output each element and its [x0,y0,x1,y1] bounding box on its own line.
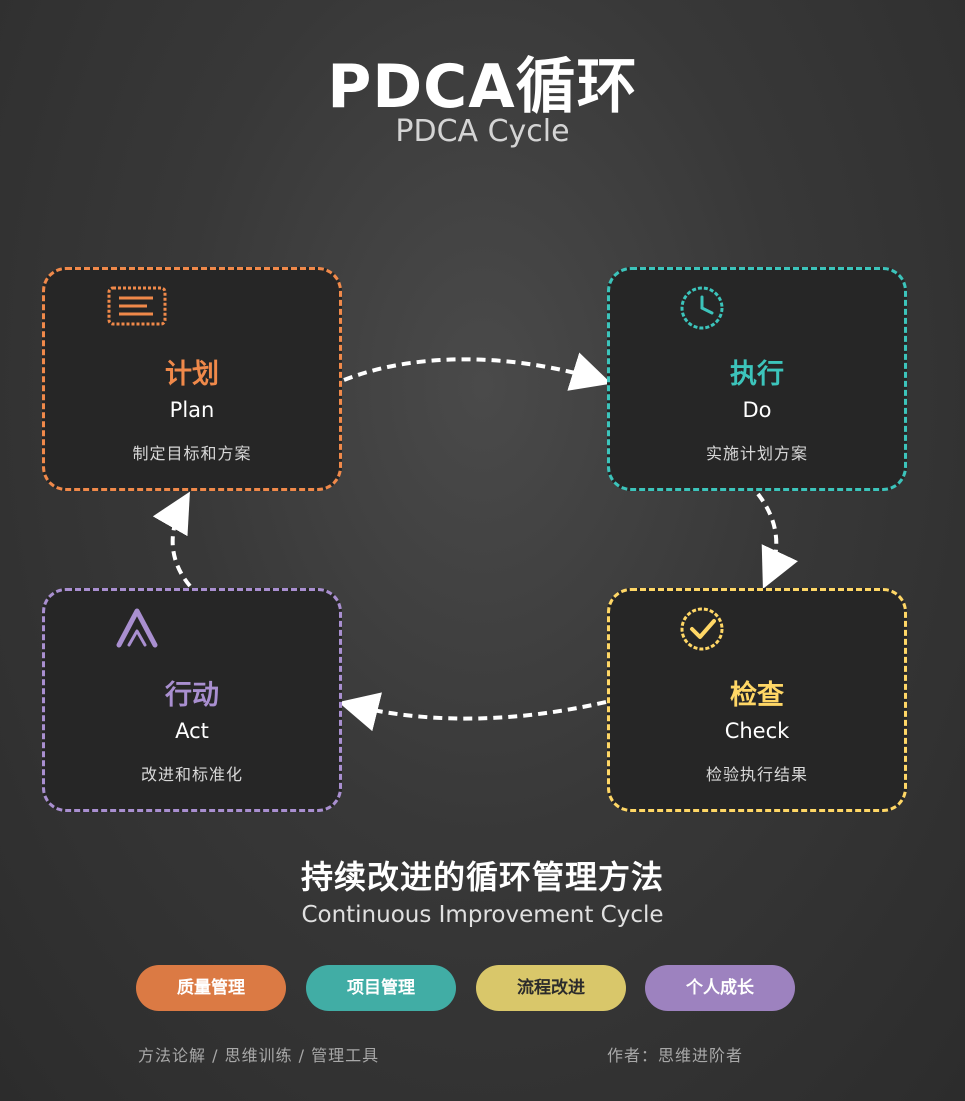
arrow-plan-to-do [343,352,612,391]
tag-project-management: 项目管理 [306,965,456,1011]
card-check: 检查 Check 检验执行结果 [607,588,907,812]
tag-process-improvement: 流程改进 [476,965,626,1011]
card-act-desc: 改进和标准化 [140,765,243,784]
footer-author: 作者：思维进阶者 [607,1046,744,1065]
card-check-label: Check [724,719,790,743]
card-check-title: 检查 [730,680,784,711]
card-do-desc: 实施计划方案 [705,444,808,463]
page-title: PDCA循环 [327,52,638,122]
page-subtitle: PDCA Cycle [395,114,570,149]
card-check-desc: 检验执行结果 [705,765,808,784]
chevron-up-icon [116,608,158,648]
card-do: 执行 Do 实施计划方案 [607,267,907,491]
arrow-check-to-act [338,692,607,732]
tag-personal-growth: 个人成长 [645,965,795,1011]
card-plan-label: Plan [169,398,215,422]
card-plan-title: 计划 [165,359,219,390]
clock-icon [680,286,724,330]
summary-title: 持续改进的循环管理方法 [300,858,664,896]
arrow-act-to-plan [152,491,192,588]
card-act-label: Act [175,719,209,743]
tag-quality-management: 质量管理 [136,965,286,1011]
footer-categories: 方法论解 / 思维训练 / 管理工具 [138,1046,380,1065]
card-act: 行动 Act 改进和标准化 [42,588,342,812]
card-act-title: 行动 [165,680,219,711]
check-circle-icon [680,607,724,651]
arrow-do-to-check [756,492,798,589]
card-do-label: Do [742,398,772,422]
card-do-title: 执行 [730,359,784,390]
card-plan-desc: 制定目标和方案 [132,444,252,463]
summary-subtitle: Continuous Improvement Cycle [301,902,664,928]
list-icon [107,286,167,326]
card-plan: 计划 Plan 制定目标和方案 [42,267,342,491]
